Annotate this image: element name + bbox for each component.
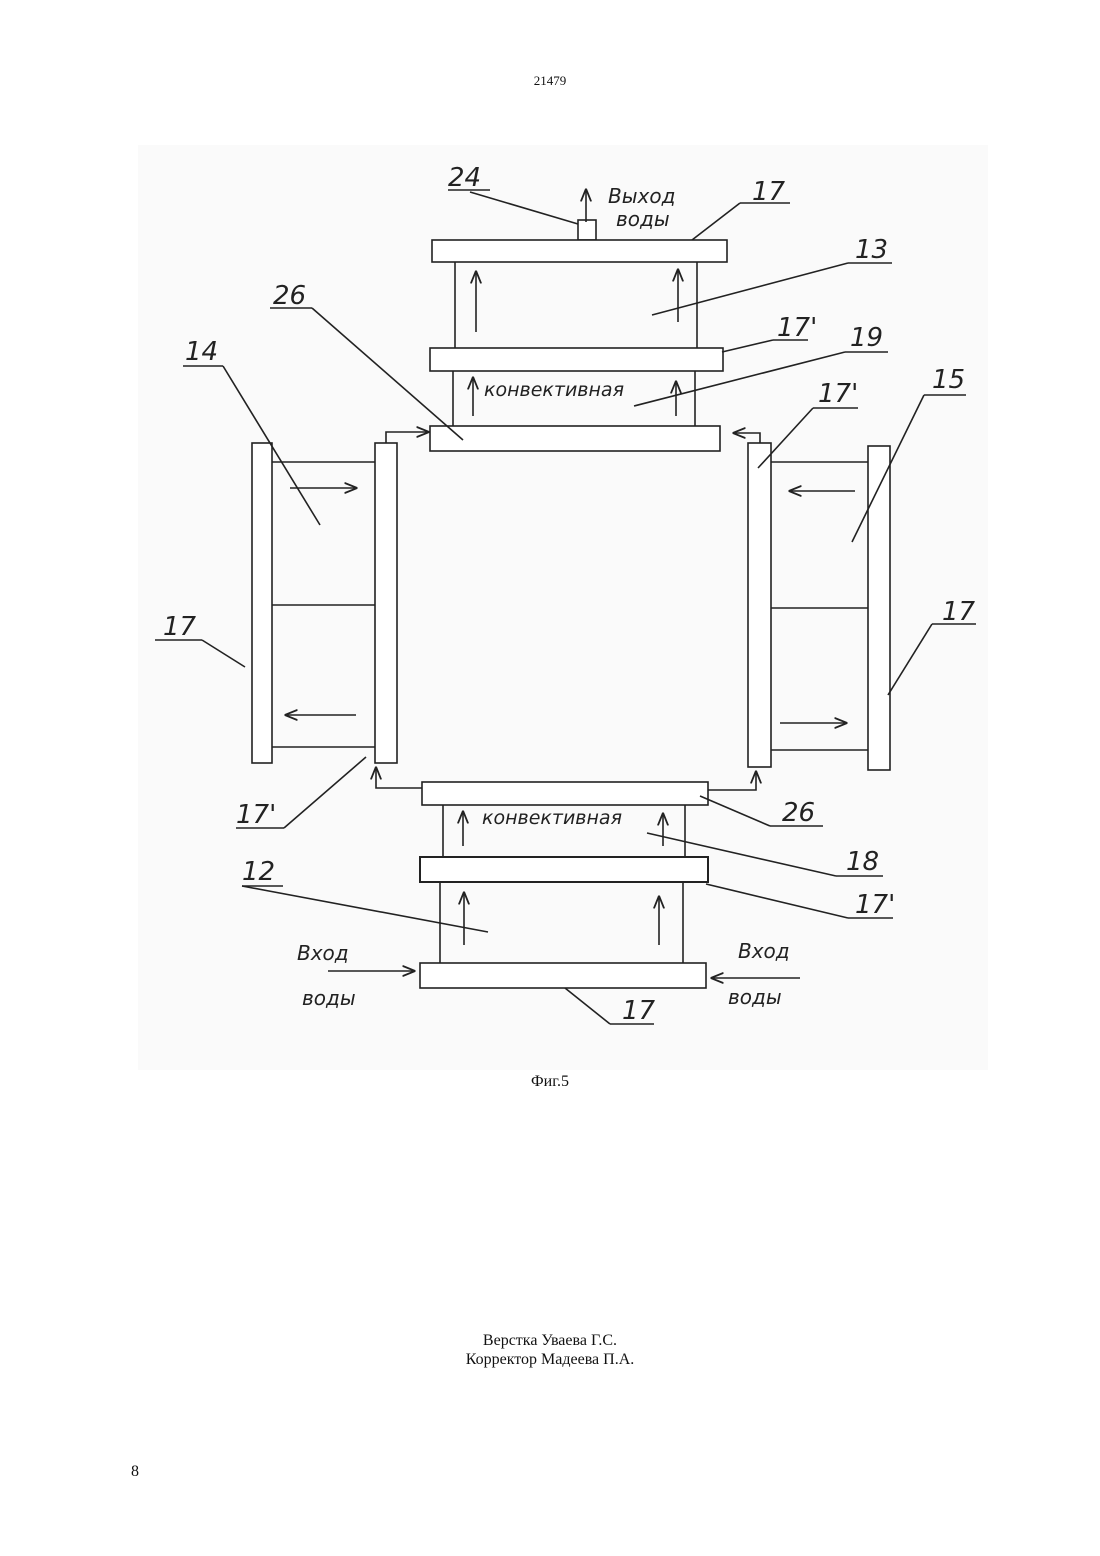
convective-label-bottom: конвективная xyxy=(482,807,622,829)
upper-collector-26 xyxy=(430,426,720,451)
water-outlet-label-line1: Выход xyxy=(608,184,675,208)
callout-17-prime-top: 17' xyxy=(777,313,817,343)
water-inlet-left-line1: Вход xyxy=(297,941,349,965)
callout-15: 15 xyxy=(932,365,965,395)
callout-17-prime-bottom: 17' xyxy=(855,890,895,920)
page-number: 8 xyxy=(131,1463,139,1481)
callout-18: 18 xyxy=(846,847,879,877)
credits-block: Верстка Уваева Г.С. Корректор Мадеева П.… xyxy=(0,1331,1100,1369)
left-inner-collector-17-prime xyxy=(375,443,397,763)
water-inlet-right-line2: воды xyxy=(728,985,782,1009)
bottom-collector-17 xyxy=(420,963,706,988)
callout-12: 12 xyxy=(242,857,275,887)
callout-17-top: 17 xyxy=(752,177,786,207)
callout-26-bottom: 26 xyxy=(782,798,815,828)
callout-17-right: 17 xyxy=(942,597,976,627)
callout-24: 24 xyxy=(448,163,481,193)
water-outlet-label-line2: воды xyxy=(616,207,670,231)
figure-caption: Фиг.5 xyxy=(0,1073,1100,1091)
callout-17-prime-lower-left: 17' xyxy=(236,800,276,830)
layout-credit: Верстка Уваева Г.С. xyxy=(0,1331,1100,1350)
convective-label-top: конвективная xyxy=(484,379,624,401)
water-inlet-left-line2: воды xyxy=(302,986,356,1010)
top-collector-17 xyxy=(432,240,727,262)
callout-14: 14 xyxy=(185,337,218,367)
right-outer-collector-17 xyxy=(868,446,890,770)
callout-19: 19 xyxy=(850,323,883,353)
water-inlet-right-line1: Вход xyxy=(738,939,790,963)
callout-26-top: 26 xyxy=(273,281,306,311)
callout-13: 13 xyxy=(855,235,888,265)
bottom-collector-17-prime xyxy=(420,857,708,882)
callout-17-bottom: 17 xyxy=(622,996,656,1026)
top-collector-17-prime xyxy=(430,348,723,371)
left-outer-collector-17 xyxy=(252,443,272,763)
callout-17-prime-upper-right: 17' xyxy=(818,379,858,409)
outlet-pipe xyxy=(578,220,596,240)
right-inner-collector-17-prime xyxy=(748,443,771,767)
corrector-credit: Корректор Мадеева П.А. xyxy=(0,1350,1100,1369)
callout-17-left: 17 xyxy=(163,612,197,642)
lower-collector-26 xyxy=(422,782,708,805)
